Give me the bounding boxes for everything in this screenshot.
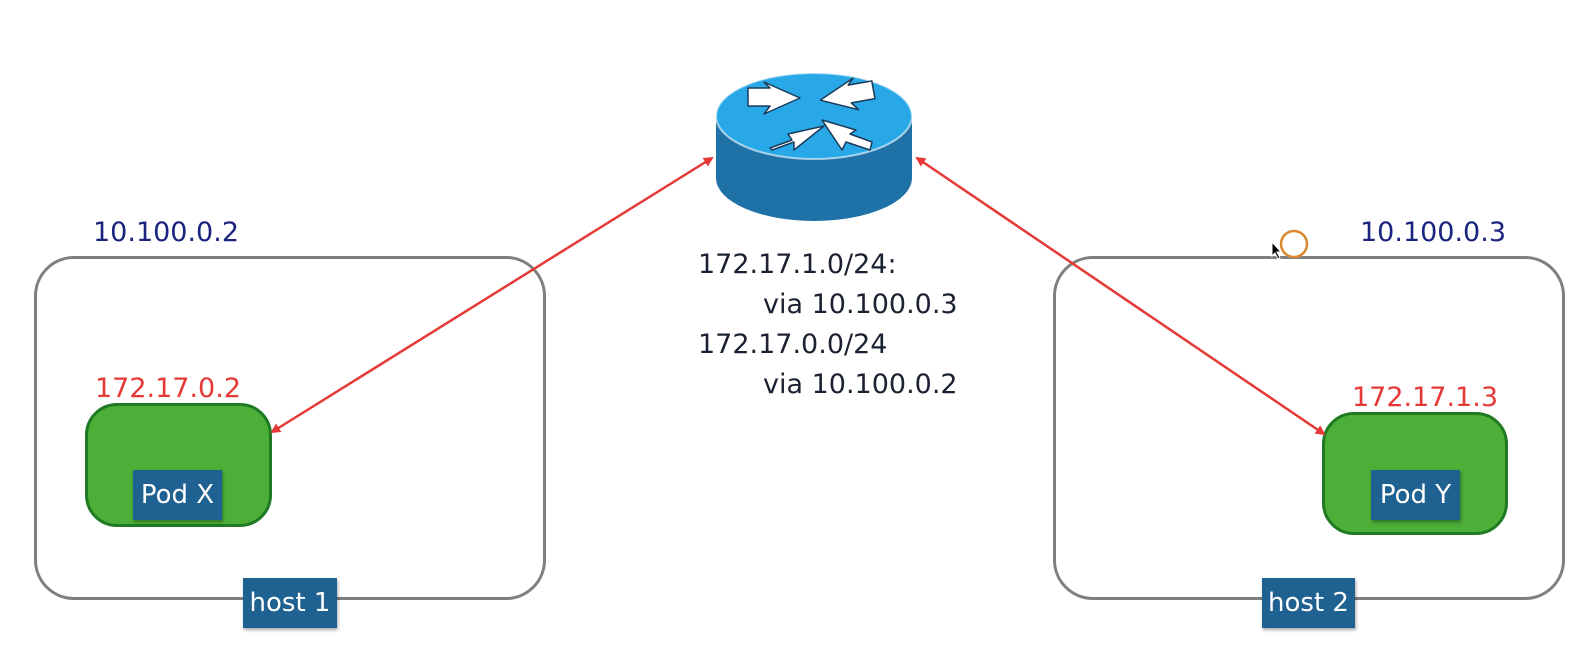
pod-x-box: [85, 403, 272, 527]
mouse-cursor-icon: [1271, 229, 1309, 260]
arrow-router-pod-y: [915, 156, 1326, 436]
pod-y-label: Pod Y: [1371, 470, 1460, 520]
router-icon: [715, 72, 913, 221]
pod-y-ip: 172.17.1.3: [1352, 382, 1498, 413]
pod-x-ip: 172.17.0.2: [95, 373, 241, 404]
route-2-network: 172.17.0.0/24: [698, 329, 888, 360]
host-1-label: host 1: [243, 578, 337, 628]
pod-x-label: Pod X: [133, 470, 222, 520]
arrow-router-pod-x: [270, 156, 714, 434]
route-1-network: 172.17.1.0/24:: [698, 249, 897, 280]
host-1-ip: 10.100.0.2: [93, 217, 239, 248]
host-2-label: host 2: [1262, 578, 1355, 628]
host-2-ip: 10.100.0.3: [1360, 217, 1506, 248]
